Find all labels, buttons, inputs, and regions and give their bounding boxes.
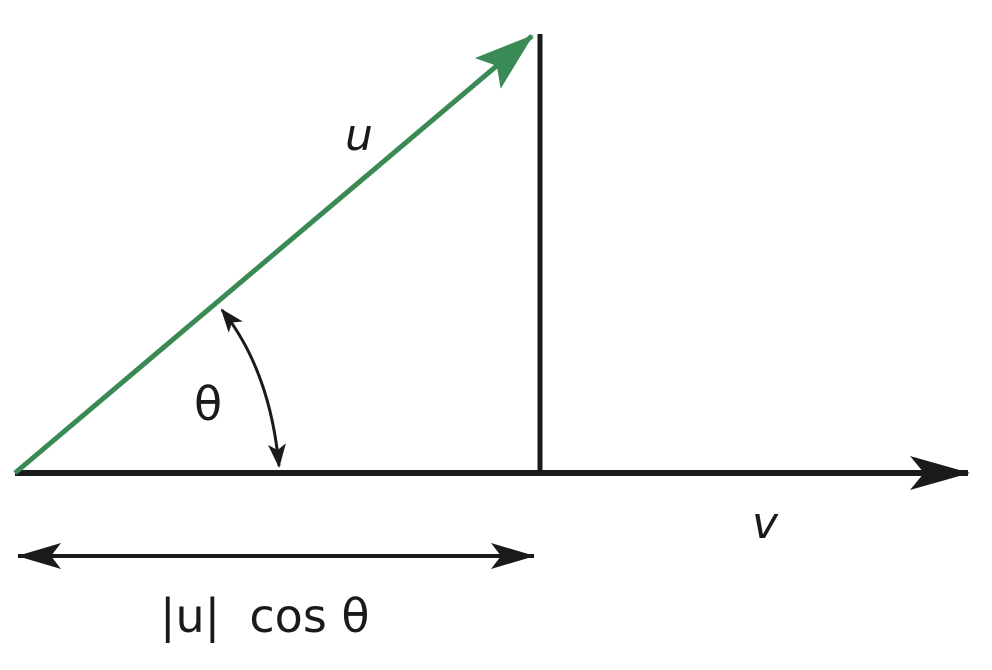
- label-v: v: [752, 498, 779, 549]
- vector-u-arrow: [13, 34, 534, 475]
- label-projection: |u| cos θ: [160, 589, 370, 644]
- angle-theta-arc: [220, 308, 286, 468]
- label-theta: θ: [194, 377, 222, 431]
- label-u: u: [345, 110, 373, 161]
